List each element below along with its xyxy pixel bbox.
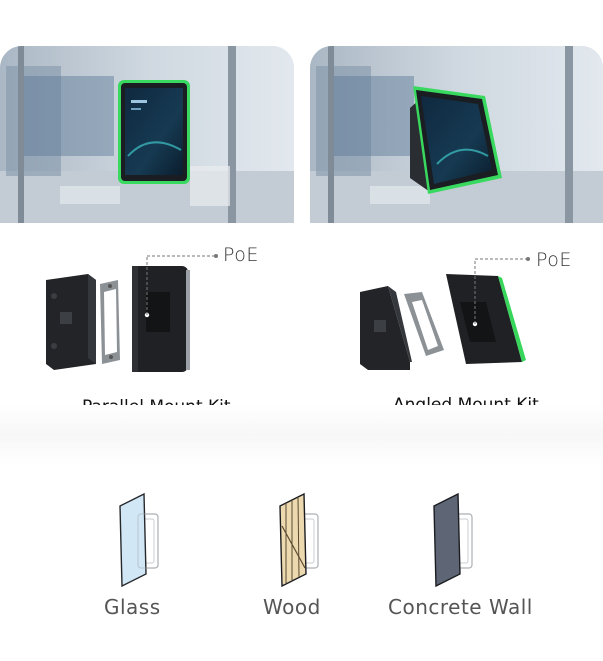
glass-label: Glass <box>104 595 161 619</box>
angled-mount-photo <box>310 46 603 223</box>
wood-panel-icon <box>279 492 319 588</box>
poe-callout-angled: PoE <box>536 249 572 271</box>
parallel-mount-kit-diagram <box>46 254 218 372</box>
glass-panel-icon <box>119 492 159 588</box>
concrete-wall-label: Concrete Wall <box>388 595 533 619</box>
section-divider <box>0 405 603 465</box>
wood-label: Wood <box>263 595 321 619</box>
angled-mount-kit-diagram <box>360 257 530 370</box>
parallel-mount-photo <box>0 46 294 223</box>
poe-callout-parallel: PoE <box>223 244 259 266</box>
concrete-panel-icon <box>433 492 473 588</box>
